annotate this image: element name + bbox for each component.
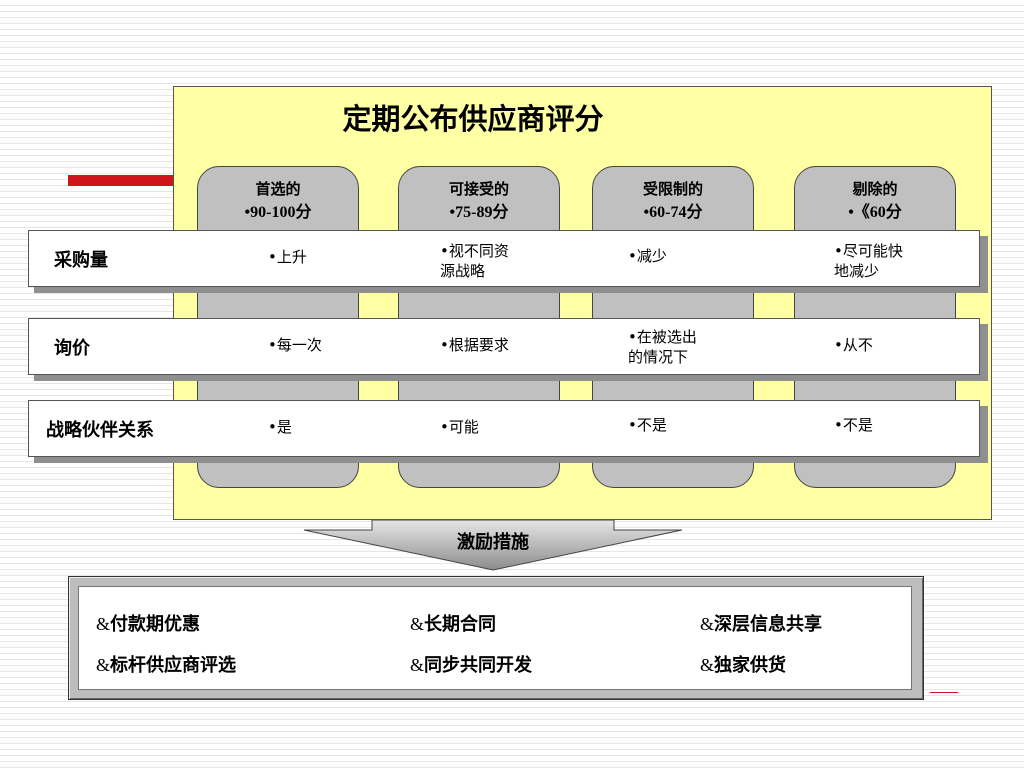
- cell-line: •在被选出: [628, 328, 697, 346]
- incentives-panel: [78, 586, 912, 690]
- column-name: 可接受的: [448, 180, 509, 198]
- cell: •从不: [834, 335, 873, 355]
- cell: •减少: [628, 246, 667, 266]
- row-label-inquiry: 询价: [54, 338, 90, 359]
- row-strategic-partnership: [28, 400, 980, 457]
- column-score: •75-89分: [449, 204, 509, 221]
- column-header-acceptable: 可接受的 •75-89分: [398, 177, 560, 225]
- column-score: •60-74分: [643, 204, 703, 221]
- arrow-label: 激励措施: [457, 532, 529, 553]
- cell: •视不同资源战略: [440, 241, 509, 281]
- column-score: •《60分: [848, 204, 902, 221]
- incentive-text: 付款期优惠: [110, 614, 201, 635]
- column-header-preferred: 首选的 •90-100分: [197, 177, 359, 225]
- cell-line: •每一次: [268, 336, 322, 354]
- cell: •可能: [440, 417, 479, 437]
- cell-line: •不是: [834, 416, 873, 434]
- cell-line: 源战略: [440, 262, 486, 280]
- red-accent-bar: [68, 175, 174, 186]
- incentive-text: 长期合同: [424, 614, 497, 635]
- cell-line: •上升: [268, 248, 307, 266]
- column-header-eliminated: 剔除的 •《60分: [794, 177, 956, 225]
- cell: •是: [268, 417, 292, 437]
- row-inquiry: [28, 318, 980, 375]
- incentive-item: &独家供货: [700, 651, 786, 677]
- incentive-text: 深层信息共享: [714, 614, 823, 635]
- incentive-item: &长期合同: [410, 610, 496, 636]
- cell: •不是: [834, 415, 873, 435]
- cell-line: •视不同资: [440, 242, 509, 260]
- cell-line: •尽可能快: [834, 242, 903, 260]
- incentive-text: 独家供货: [714, 655, 787, 676]
- row-label-strategic-partnership: 战略伙伴关系: [46, 420, 154, 441]
- column-name: 受限制的: [642, 180, 703, 198]
- cell: •在被选出的情况下: [628, 327, 697, 367]
- cell: •不是: [628, 415, 667, 435]
- incentive-arrow: [303, 520, 683, 571]
- ampersand-bullet: &: [96, 655, 111, 675]
- ampersand-bullet: &: [96, 614, 111, 634]
- cell-line: •根据要求: [440, 336, 509, 354]
- incentive-item: &付款期优惠: [96, 610, 200, 636]
- incentive-item: &深层信息共享: [700, 610, 822, 636]
- row-purchase-volume: [28, 230, 980, 287]
- cell: •尽可能快地减少: [834, 241, 903, 281]
- red-accent-line: [930, 692, 958, 693]
- column-name: 剔除的: [852, 180, 898, 198]
- ampersand-bullet: &: [410, 614, 425, 634]
- cell: •根据要求: [440, 335, 509, 355]
- incentive-item: &同步共同开发: [410, 651, 532, 677]
- cell-line: •不是: [628, 416, 667, 434]
- ampersand-bullet: &: [700, 614, 715, 634]
- cell: •上升: [268, 247, 307, 267]
- row-label-purchase-volume: 采购量: [54, 250, 108, 271]
- column-score: •90-100分: [244, 204, 312, 221]
- column-name: 首选的: [255, 180, 301, 198]
- cell-line: 地减少: [834, 262, 880, 280]
- incentive-item: &标杆供应商评选: [96, 651, 236, 677]
- cell: •每一次: [268, 335, 322, 355]
- ampersand-bullet: &: [700, 655, 715, 675]
- cell-line: 的情况下: [628, 348, 689, 366]
- cell-line: •可能: [440, 418, 479, 436]
- column-header-restricted: 受限制的 •60-74分: [592, 177, 754, 225]
- cell-line: •是: [268, 418, 292, 436]
- ampersand-bullet: &: [410, 655, 425, 675]
- diagram-title: 定期公布供应商评分: [342, 102, 604, 136]
- incentive-text: 标杆供应商评选: [110, 655, 237, 676]
- cell-line: •从不: [834, 336, 873, 354]
- cell-line: •减少: [628, 247, 667, 265]
- incentive-text: 同步共同开发: [424, 655, 533, 676]
